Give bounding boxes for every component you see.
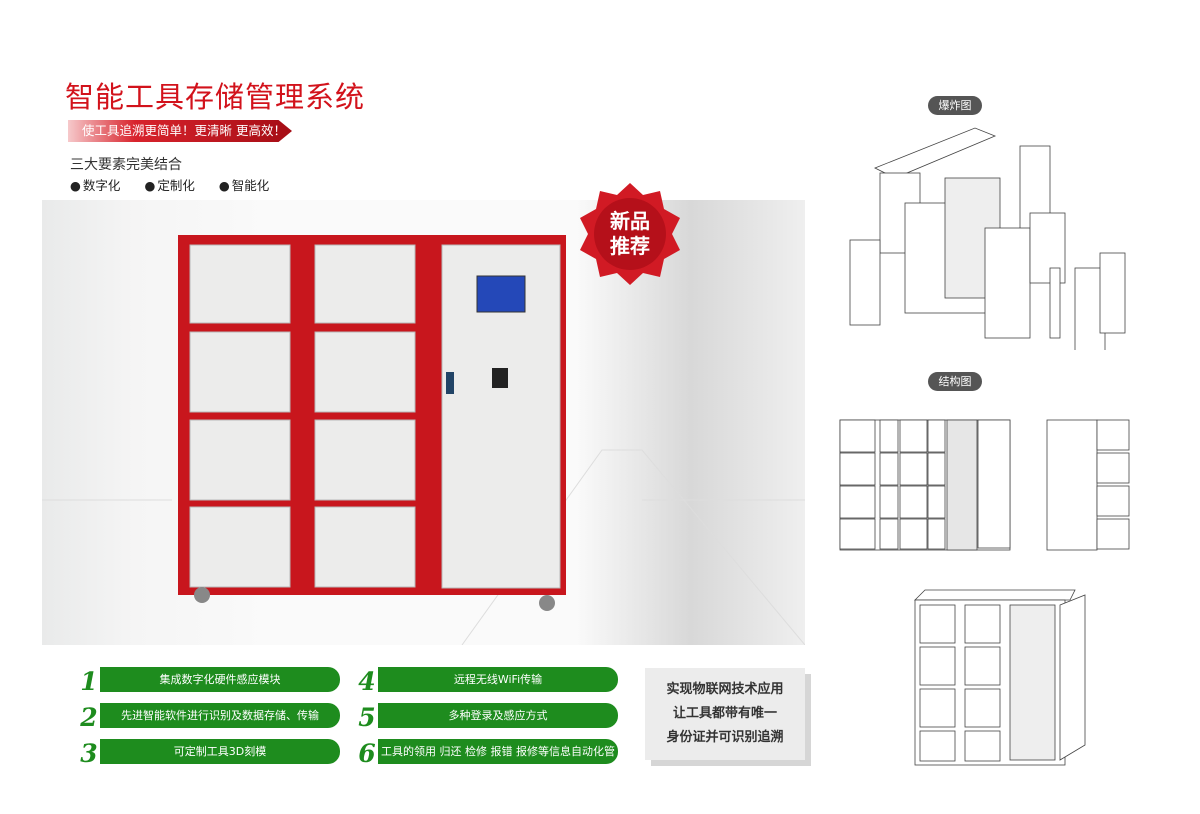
new-product-badge: 新品 推荐: [580, 183, 680, 285]
exploded-view-label: 爆炸图: [928, 96, 982, 115]
feature-number: 4: [358, 667, 376, 696]
callout-line: 身份证并可识别追溯: [666, 730, 784, 745]
bullet-item: 数字化: [70, 175, 121, 194]
callout-line: 实现物联网技术应用: [666, 682, 784, 697]
subtitle: 三大要素完美结合: [70, 157, 182, 173]
iot-callout: 实现物联网技术应用 让工具都带有唯一 身份证并可识别追溯: [645, 668, 805, 760]
feature-pill: 集成数字化硬件感应模块: [100, 667, 340, 692]
feature-pill: 先进智能软件进行识别及数据存储、传输: [100, 703, 340, 728]
feature-pill: 工具的领用 归还 检修 报错 报修等信息自动化管理: [378, 739, 618, 783]
feature-pill: 多种登录及感应方式: [378, 703, 618, 728]
bullet-item: 智能化: [219, 175, 270, 194]
bullet-item: 定制化: [144, 175, 195, 194]
cabinet-illustration: [42, 235, 806, 646]
isometric-drawing: [914, 589, 1086, 766]
feature-number: 6: [358, 739, 376, 768]
page-title: 智能工具存储管理系统: [65, 80, 366, 114]
exploded-view-drawing: [849, 127, 1126, 350]
structure-view-label: 结构图: [928, 372, 982, 391]
feature-bullets: 数字化 定制化 智能化: [70, 175, 269, 194]
feature-number: 3: [80, 739, 98, 768]
callout-line: 让工具都带有唯一: [672, 706, 777, 721]
feature-number: 2: [80, 703, 98, 732]
feature-pill: 可定制工具3D刻模: [100, 739, 340, 764]
structure-front-side-drawing: [839, 419, 1130, 551]
slogan-banner: 使工具追溯更简单！更清晰 更高效！: [68, 120, 292, 142]
badge-line2: 推荐: [610, 234, 650, 258]
product-photo: [42, 200, 806, 646]
feature-number: 5: [358, 703, 376, 732]
badge-line1: 新品: [610, 209, 650, 233]
feature-number: 1: [80, 667, 98, 696]
feature-pill: 远程无线WiFi传输: [378, 667, 618, 692]
